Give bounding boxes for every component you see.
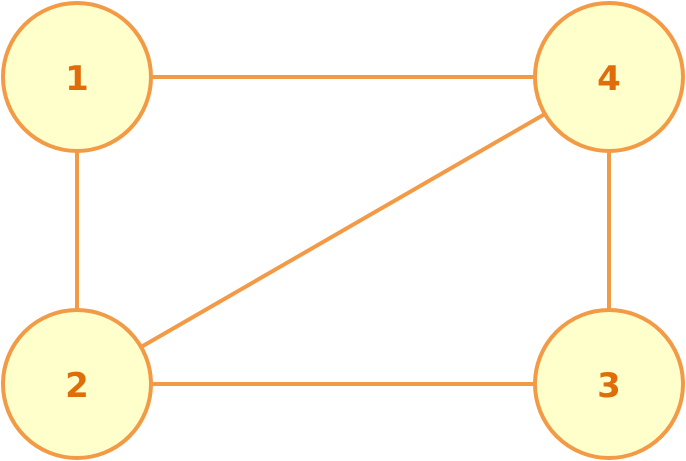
node-circle-2 [1, 308, 153, 460]
node-circle-3 [533, 308, 685, 460]
edge-2-4 [139, 112, 547, 349]
node-label-3: 3 [597, 366, 621, 406]
node-1: 1 [1, 1, 153, 153]
node-circle-1 [1, 1, 153, 153]
edges-layer [75, 75, 611, 386]
node-4: 4 [533, 1, 685, 153]
node-circle-4 [533, 1, 685, 153]
node-label-2: 2 [65, 366, 89, 406]
node-label-1: 1 [65, 59, 89, 99]
node-2: 2 [1, 308, 153, 460]
node-3: 3 [533, 308, 685, 460]
node-label-4: 4 [597, 59, 621, 99]
